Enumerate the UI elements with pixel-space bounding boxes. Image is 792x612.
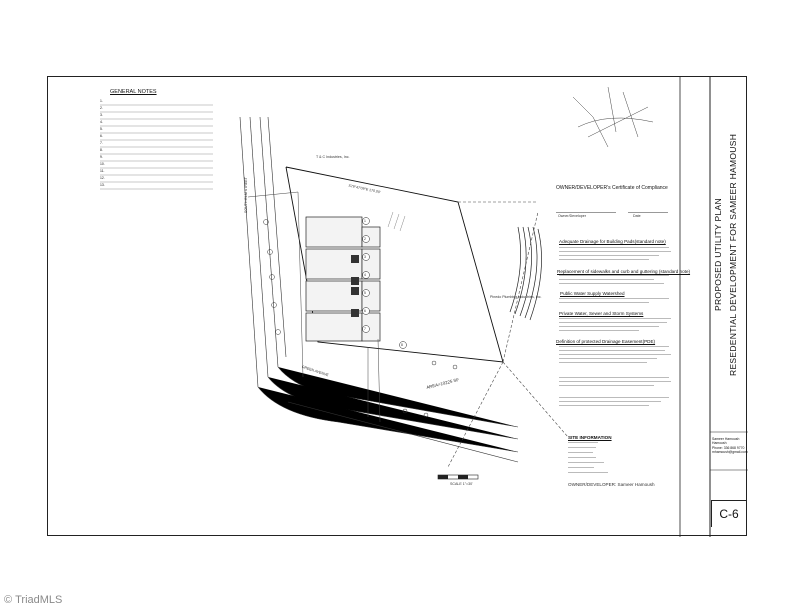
info-line: Hamoush	[712, 441, 727, 446]
site-information-heading: SITE INFORMATION	[568, 435, 612, 440]
note-item: 2.	[100, 106, 103, 110]
info-line: Sameer Hamoush	[712, 437, 740, 441]
owner-developer-label: OWNER/DEVELOPER: Sameer Hamoush	[568, 482, 655, 487]
note-item: 9.	[100, 155, 103, 159]
neighbor-label-1: T & C Industries, Inc.	[316, 155, 350, 159]
scale-label: SCALE 1"=30'	[450, 482, 473, 486]
lot-number: 8	[401, 343, 403, 347]
owner-label: Owner/Developer	[558, 214, 586, 218]
lot-number: 4	[364, 273, 366, 277]
plan-title-line2: RESEDENTIAL DEVELOPMENT FOR SAMEER HAMOU…	[728, 133, 738, 376]
note-item: 10.	[100, 162, 105, 166]
neighbor-label-2: Pinedo Plumbing Industries, Inc.	[490, 295, 542, 299]
section-replacement-sidewalks: Replacement of sidewalks and curb and gu…	[557, 269, 691, 274]
lot-number: 1	[364, 219, 366, 223]
note-item: 6.	[100, 134, 103, 138]
lot-number: 3	[364, 255, 366, 259]
street-label-elm: SOUTH ELM STREET	[244, 177, 248, 214]
drawing-sheet: GENERAL NOTES 1. 2. 3. 4. 5. 6. 7. 8. 9.…	[47, 76, 748, 537]
section-drainage-easement: Definition of protected Drainage Easemen…	[556, 339, 656, 344]
certificate-title: OWNER/DEVELOPER's Certificate of Complia…	[556, 185, 668, 191]
note-item: 5.	[100, 127, 103, 131]
owner-signature-line	[556, 212, 616, 213]
plan-title-line1: PROPOSED UTILITY PLAN	[713, 198, 723, 311]
lot-number: 7	[364, 327, 366, 331]
note-item: 4.	[100, 120, 103, 124]
info-line: Phone: 336 868 9770	[712, 445, 745, 450]
date-label: Date	[633, 214, 641, 218]
section-public-water: Public Water Supply Watershed	[560, 291, 625, 296]
triadmls-watermark: © TriadMLS	[4, 594, 62, 606]
general-notes-heading: GENERAL NOTES	[110, 89, 157, 95]
note-item: 1.	[100, 99, 103, 103]
section-private-water: Private Water, Sewer and Storm Systems	[559, 311, 644, 316]
lot-number: 2	[364, 237, 366, 241]
copyright-icon: ©	[4, 594, 13, 606]
site-plan-drawing	[100, 77, 748, 537]
watermark-text: TriadMLS	[15, 594, 63, 606]
info-line: mhamoush@gmail.com	[712, 449, 748, 454]
note-item: 13.	[100, 183, 105, 187]
sheet-number: C-6	[711, 500, 746, 527]
note-item: 3.	[100, 113, 103, 117]
lot-number: 5	[364, 291, 366, 295]
note-item: 11.	[100, 169, 105, 173]
section-adequate-drainage: Adequate Drainage for Building Pads(stan…	[559, 239, 666, 244]
note-item: 12.	[100, 176, 105, 180]
date-signature-line	[628, 212, 668, 213]
lot-number: 6	[364, 309, 366, 313]
designer-info: Sameer Hamoush Hamoush Phone: 336 868 97…	[712, 437, 748, 454]
note-item: 8.	[100, 148, 103, 152]
note-item: 7.	[100, 141, 103, 145]
